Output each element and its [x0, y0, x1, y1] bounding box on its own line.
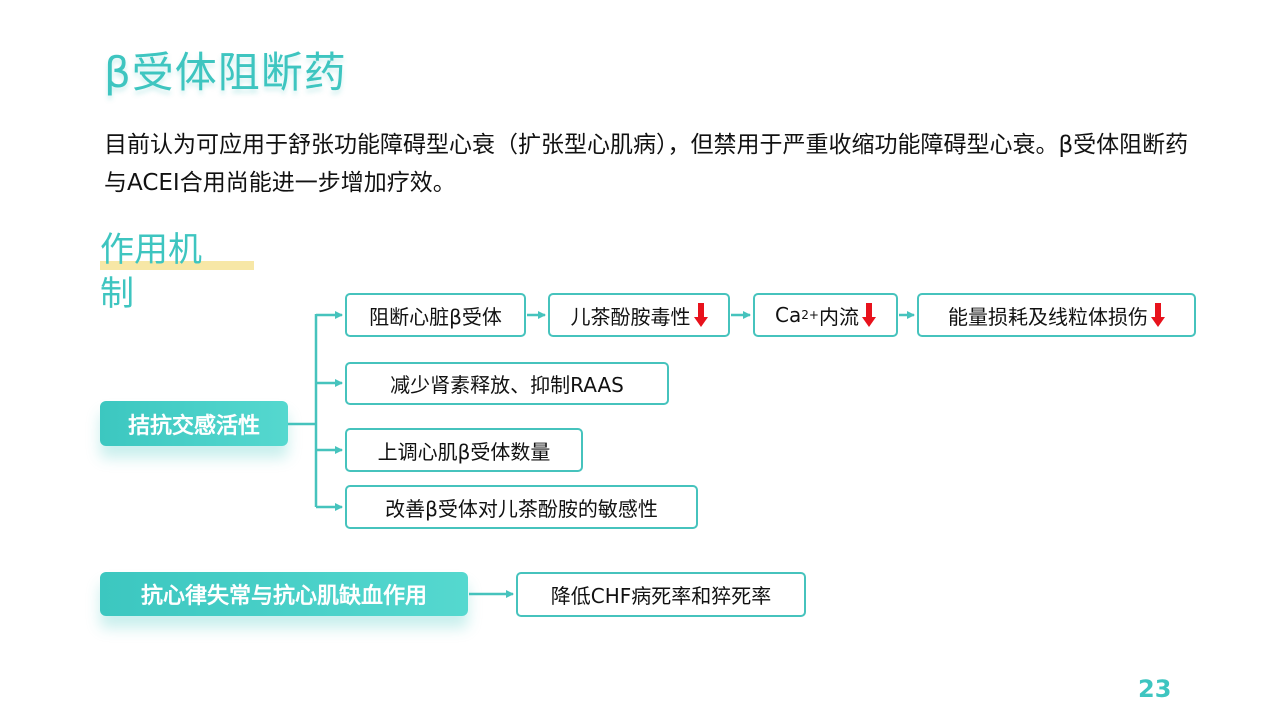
- slide-title: β受体阻断药: [104, 48, 347, 97]
- box-label-ca: Ca: [775, 303, 802, 327]
- red-down-arrow-icon: [693, 303, 708, 327]
- intro-text: 目前认为可应用于舒张功能障碍型心衰（扩张型心肌病），但禁用于严重收缩功能障碍型心…: [104, 132, 1189, 196]
- pill-antagonize-sympathetic: 拮抗交感活性: [100, 401, 288, 446]
- red-down-arrow-icon: [861, 303, 876, 327]
- box-energy-mitochondria: 能量损耗及线粒体损伤: [917, 293, 1196, 337]
- box-label: 上调心肌β受体数量: [377, 439, 551, 464]
- box-reduce-mortality: 降低CHF病死率和猝死率: [516, 572, 806, 617]
- box-label: 阻断心脏β受体: [369, 304, 502, 329]
- red-down-arrow-icon: [1151, 303, 1165, 327]
- page-number: 23: [1138, 675, 1172, 703]
- mechanism-underline: [100, 261, 254, 270]
- box-block-beta-receptor: 阻断心脏β受体: [345, 293, 526, 337]
- box-reduce-renin-raas: 减少肾素释放、抑制RAAS: [345, 362, 669, 405]
- ca-superscript: 2+: [801, 308, 819, 322]
- mechanism-label: 作用机制: [100, 230, 202, 314]
- box-upregulate-beta: 上调心肌β受体数量: [345, 428, 583, 472]
- box-label: 改善β受体对儿茶酚胺的敏感性: [385, 496, 658, 521]
- box-catecholamine-toxicity: 儿茶酚胺毒性: [548, 293, 730, 337]
- pill-antiarrhythmic-antiischemic: 抗心律失常与抗心肌缺血作用: [100, 572, 468, 616]
- box-label: 降低CHF病死率和猝死率: [550, 584, 772, 608]
- box-label: 能量损耗及线粒体损伤: [948, 304, 1148, 329]
- box-label: 儿茶酚胺毒性: [570, 304, 691, 329]
- box-label: 减少肾素释放、抑制RAAS: [390, 373, 624, 397]
- box-improve-sensitivity: 改善β受体对儿茶酚胺的敏感性: [345, 485, 698, 529]
- box-label-influx: 内流: [818, 304, 859, 329]
